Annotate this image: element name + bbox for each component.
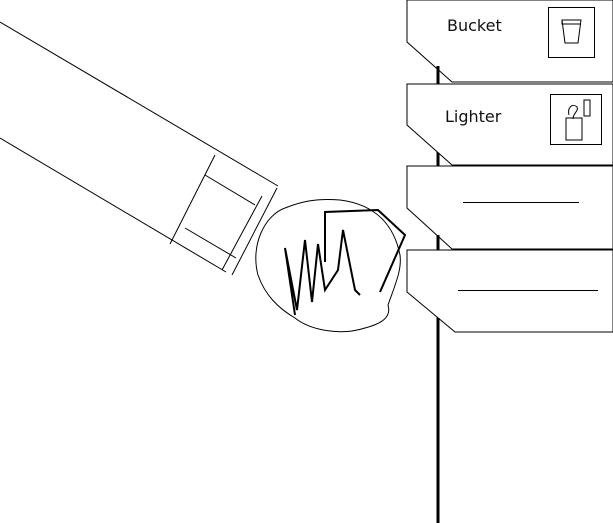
lighter-icon [550, 94, 602, 145]
slot-label: Bucket [447, 16, 502, 35]
inventory-slot-bucket[interactable]: Bucket [407, 0, 613, 82]
slot-label: Lighter [445, 107, 502, 126]
inventory-slot-empty[interactable] [407, 166, 613, 248]
arm [0, 21, 279, 276]
inventory-slot-empty[interactable] [407, 250, 613, 332]
inventory-slot-lighter[interactable]: Lighter [407, 84, 613, 166]
bucket-icon [548, 7, 595, 58]
empty-slot-line [458, 290, 598, 291]
empty-slot-line [463, 202, 579, 203]
hand [255, 199, 407, 333]
